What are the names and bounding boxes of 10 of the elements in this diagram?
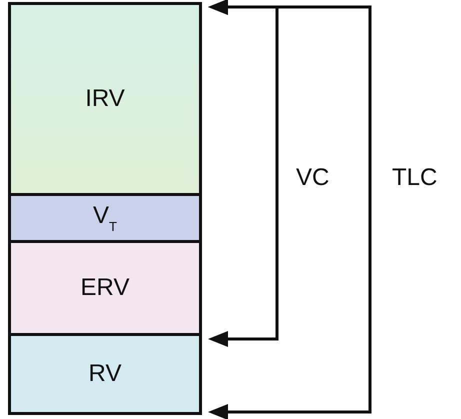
volume-segment — [8, 240, 202, 336]
capacity-label: VC — [296, 166, 330, 190]
capacity-label: TLC — [392, 166, 438, 190]
segment-label: V$_{T}$ — [93, 204, 117, 232]
segment-label: ERV — [80, 276, 130, 300]
volume-segment — [8, 193, 202, 243]
segment-label: RV — [88, 362, 122, 386]
segment-label: IRV — [85, 87, 125, 111]
volume-segment — [8, 2, 202, 196]
volume-segment — [8, 333, 202, 415]
